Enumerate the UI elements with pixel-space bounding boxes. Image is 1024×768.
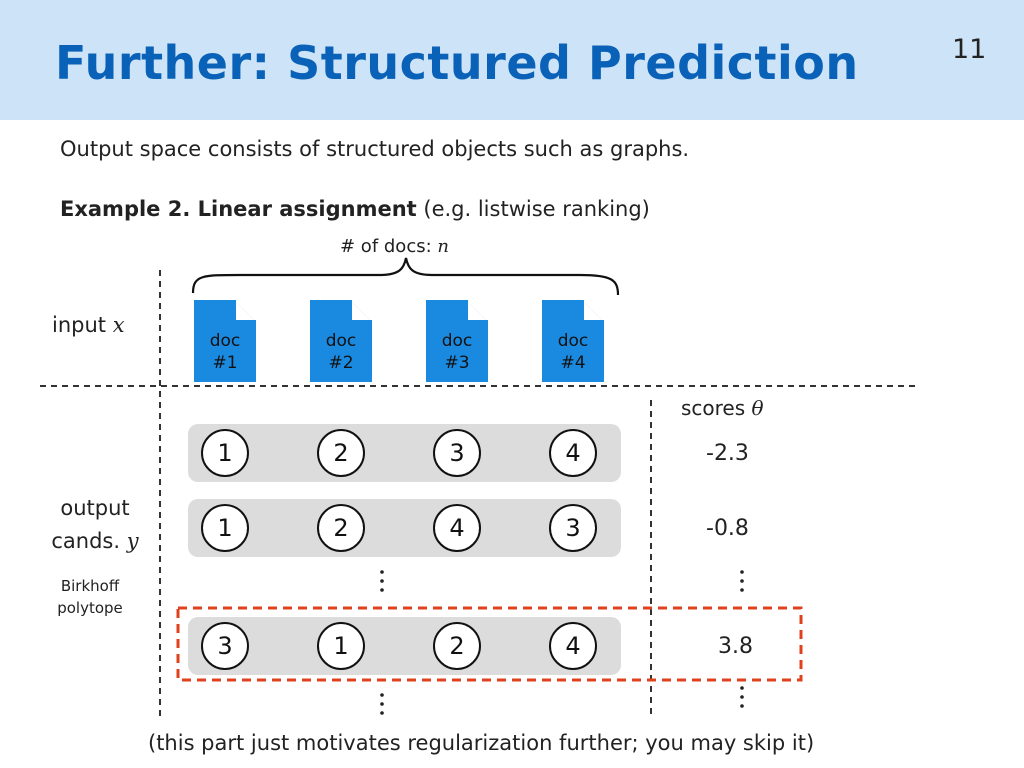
document-icon [310, 300, 372, 382]
output-label: output cands. y [36, 492, 154, 558]
perm-ellipsis-top [380, 570, 384, 592]
score-ellipsis-top [740, 570, 744, 592]
output-variable: y [126, 529, 139, 553]
perm-ellipsis-bottom [380, 693, 384, 715]
slide-title: Further: Structured Prediction [55, 36, 859, 90]
output-label-line1: output [60, 496, 130, 520]
doc-number: #1 [212, 353, 238, 373]
input-label-text: input [52, 313, 113, 337]
doc-name: doc [325, 331, 357, 351]
rank-circle: 1 [201, 504, 249, 552]
rank-circle: 3 [549, 504, 597, 552]
doc-icon-1: doc#1 [194, 300, 256, 382]
doc-icon-2: doc#2 [310, 300, 372, 382]
rank-circle: 3 [201, 622, 249, 670]
score-value-3: 3.8 [718, 634, 753, 659]
input-label: input x [52, 313, 125, 337]
candidate-row-1 [188, 424, 621, 482]
birkhoff-line2: polytope [57, 599, 123, 617]
score-ellipsis-bottom [740, 686, 744, 708]
page-number: 11 [952, 34, 987, 65]
scores-label-text: scores [681, 396, 752, 420]
docs-brace [191, 257, 620, 296]
candidate-row-2 [188, 499, 621, 557]
intro-text: Output space consists of structured obje… [60, 137, 690, 161]
rank-circle: 1 [201, 429, 249, 477]
example-heading: Example 2. Linear assignment [60, 197, 417, 221]
doc-number: #4 [560, 353, 586, 373]
rank-circle: 3 [433, 429, 481, 477]
document-icon [542, 300, 604, 382]
rank-circle: 2 [317, 504, 365, 552]
rank-circle: 1 [317, 622, 365, 670]
doc-name: doc [441, 331, 473, 351]
example-subtitle: (e.g. listwise ranking) [416, 197, 650, 221]
footer-note: (this part just motivates regularization… [148, 731, 815, 755]
rank-circle: 4 [433, 504, 481, 552]
rank-circle: 4 [549, 622, 597, 670]
scores-variable: θ [751, 396, 764, 420]
document-icon [426, 300, 488, 382]
doc-count-text: # of docs: [340, 236, 438, 257]
doc-icon-3: doc#3 [426, 300, 488, 382]
candidate-row-3 [188, 617, 621, 675]
birkhoff-label: Birkhoff polytope [40, 575, 140, 619]
score-value-1: -2.3 [706, 441, 749, 466]
best-candidate-highlight [176, 606, 803, 682]
score-value-2: -0.8 [706, 516, 749, 541]
document-icon [194, 300, 256, 382]
rank-circle: 2 [433, 622, 481, 670]
rank-circle: 2 [317, 429, 365, 477]
doc-count-variable: n [437, 236, 449, 257]
rank-circle: 4 [549, 429, 597, 477]
doc-name: doc [209, 331, 241, 351]
output-label-line2: cands. [51, 529, 127, 553]
doc-number: #3 [444, 353, 470, 373]
input-variable: x [112, 313, 125, 337]
doc-count-label: # of docs: n [340, 236, 449, 257]
example-line: Example 2. Linear assignment (e.g. listw… [60, 197, 650, 221]
doc-number: #2 [328, 353, 354, 373]
header-band [0, 0, 1024, 120]
scores-label: scores θ [681, 396, 764, 420]
doc-name: doc [557, 331, 589, 351]
birkhoff-line1: Birkhoff [60, 577, 120, 595]
doc-icon-4: doc#4 [542, 300, 604, 382]
